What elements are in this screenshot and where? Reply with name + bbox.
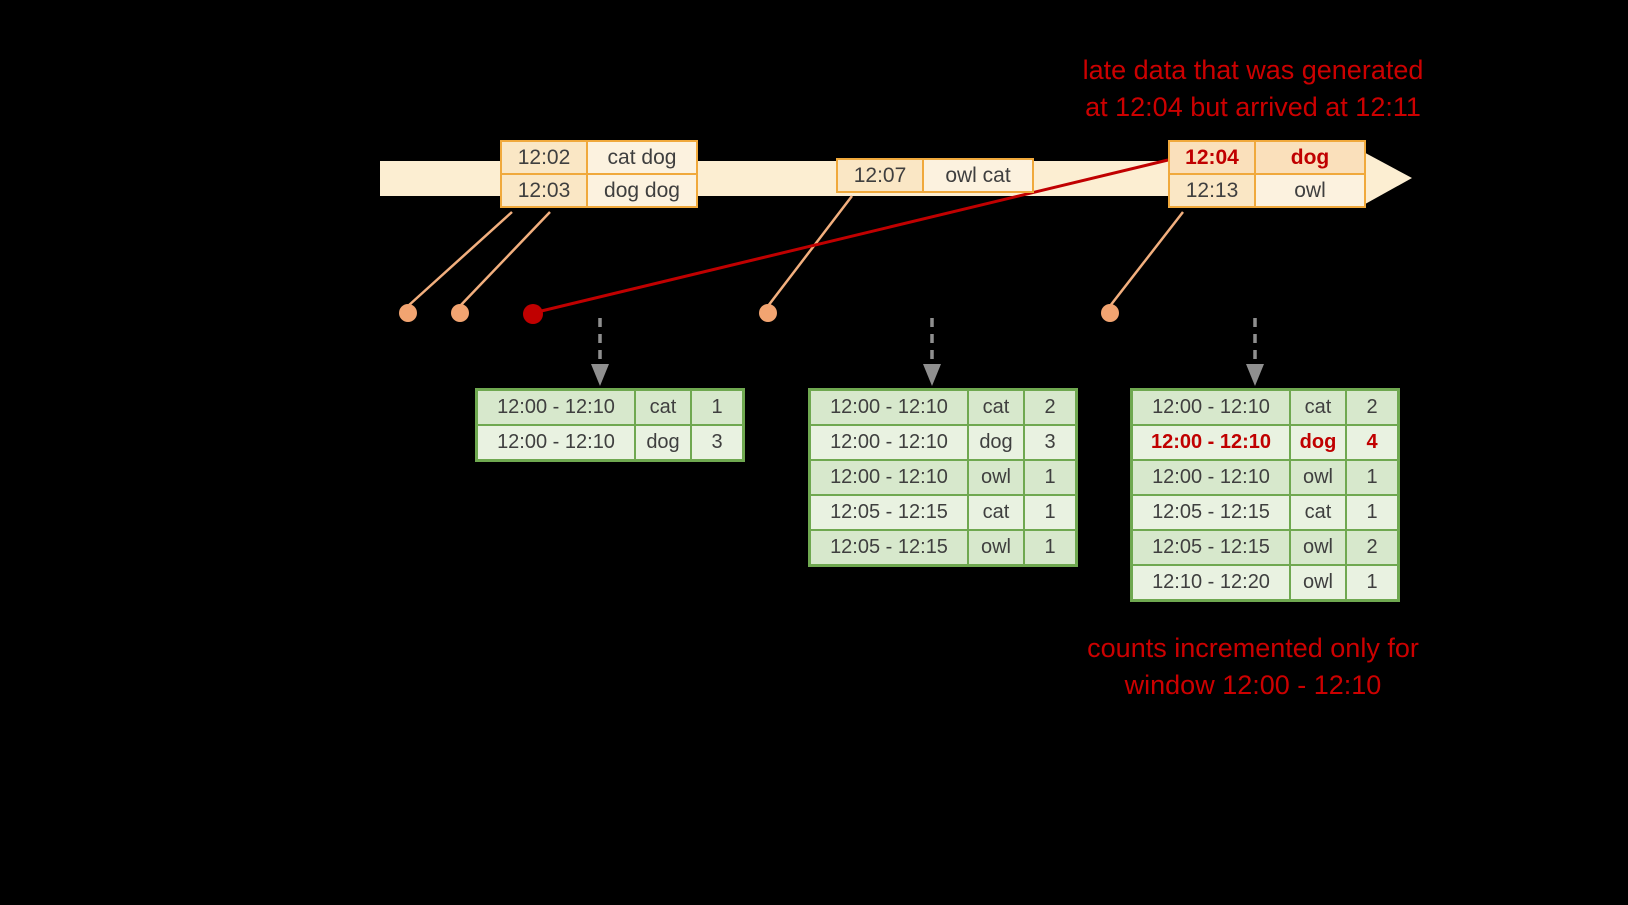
late-event-time: 12:04 [1168,140,1256,175]
window-cell: 12:00 - 12:10 [1130,424,1291,461]
count-cell: 1 [1345,494,1400,531]
table-row: 12:05 - 12:15 cat 1 [1130,494,1400,531]
event-connector-line [459,211,551,307]
counts-incremented-annotation: counts incremented only for window 12:00… [1087,633,1419,701]
event-words: owl [1254,173,1366,208]
event-dot [451,304,469,322]
word-cell: owl [967,459,1025,496]
timeline-arrowhead-icon [1358,149,1412,208]
event-connector-line [1109,211,1184,307]
trigger-arrowhead-icon [1246,364,1264,386]
table-row: 12:00 - 12:10 cat 2 [808,388,1078,426]
count-cell: 1 [1345,459,1400,496]
window-cell: 12:00 - 12:10 [475,424,636,462]
event-connector-line [407,211,513,307]
window-cell: 12:00 - 12:10 [808,459,969,496]
count-cell: 2 [1023,388,1078,426]
count-cell: 1 [1345,564,1400,602]
event-time: 12:13 [1168,173,1256,208]
word-cell: cat [1289,494,1347,531]
table-row: 12:05 - 12:15 owl 2 [1130,529,1400,566]
table-row: 12:05 - 12:15 owl 1 [808,529,1078,567]
event-words: dog dog [586,173,698,208]
event-box-3: 12:04 dog 12:13 owl [1168,140,1366,208]
event-row: 12:02 cat dog [500,140,698,175]
window-cell: 12:00 - 12:10 [808,424,969,461]
window-cell: 12:00 - 12:10 [1130,459,1291,496]
table-row: 12:00 - 12:10 dog 3 [808,424,1078,461]
event-time: 12:07 [836,158,924,193]
count-cell: 1 [1023,494,1078,531]
trigger-arrowhead-icon [591,364,609,386]
table-row: 12:00 - 12:10 dog 3 [475,424,745,462]
word-cell: cat [634,388,692,426]
table-row-updated: 12:00 - 12:10 dog 4 [1130,424,1400,461]
word-cell: cat [1289,388,1347,426]
late-event-words: dog [1254,140,1366,175]
result-table-1: 12:00 - 12:10 cat 1 12:00 - 12:10 dog 3 [475,388,745,462]
window-cell: 12:05 - 12:15 [808,529,969,567]
event-words: owl cat [922,158,1034,193]
event-dot [759,304,777,322]
event-words: cat dog [586,140,698,175]
window-cell: 12:05 - 12:15 [1130,494,1291,531]
word-cell: dog [967,424,1025,461]
window-cell: 12:05 - 12:15 [1130,529,1291,566]
table-row: 12:05 - 12:15 cat 1 [808,494,1078,531]
count-cell: 3 [1023,424,1078,461]
count-cell: 4 [1345,424,1400,461]
window-cell: 12:05 - 12:15 [808,494,969,531]
late-data-annotation: late data that was generated at 12:04 bu… [1082,55,1424,123]
window-cell: 12:00 - 12:10 [808,388,969,426]
word-cell: cat [967,494,1025,531]
table-row: 12:00 - 12:10 cat 1 [475,388,745,426]
table-row: 12:00 - 12:10 cat 2 [1130,388,1400,426]
count-cell: 2 [1345,388,1400,426]
table-row: 12:10 - 12:20 owl 1 [1130,564,1400,602]
event-time: 12:02 [500,140,588,175]
word-cell: dog [634,424,692,462]
count-cell: 2 [1345,529,1400,566]
count-cell: 1 [690,388,745,426]
count-cell: 3 [690,424,745,462]
event-dot [1101,304,1119,322]
word-cell: cat [967,388,1025,426]
trigger-arrowhead-icon [923,364,941,386]
late-data-connector-line [532,158,1169,315]
count-cell: 1 [1023,459,1078,496]
result-table-2: 12:00 - 12:10 cat 2 12:00 - 12:10 dog 3 … [808,388,1078,567]
result-table-3: 12:00 - 12:10 cat 2 12:00 - 12:10 dog 4 … [1130,388,1400,602]
table-row: 12:00 - 12:10 owl 1 [1130,459,1400,496]
late-data-dot [523,304,543,324]
event-box-1: 12:02 cat dog 12:03 dog dog [500,140,698,208]
event-row: 12:13 owl [1168,173,1366,208]
event-box-2: 12:07 owl cat [836,158,1034,193]
event-row: 12:07 owl cat [836,158,1034,193]
word-cell: owl [1289,564,1347,602]
event-dot [399,304,417,322]
word-cell: owl [967,529,1025,567]
event-row: 12:03 dog dog [500,173,698,208]
word-cell: owl [1289,459,1347,496]
event-row-late: 12:04 dog [1168,140,1366,175]
event-time: 12:03 [500,173,588,208]
window-cell: 12:00 - 12:10 [1130,388,1291,426]
count-cell: 1 [1023,529,1078,567]
window-cell: 12:10 - 12:20 [1130,564,1291,602]
word-cell: owl [1289,529,1347,566]
word-cell: dog [1289,424,1347,461]
event-connector-line [767,195,853,307]
table-row: 12:00 - 12:10 owl 1 [808,459,1078,496]
window-cell: 12:00 - 12:10 [475,388,636,426]
